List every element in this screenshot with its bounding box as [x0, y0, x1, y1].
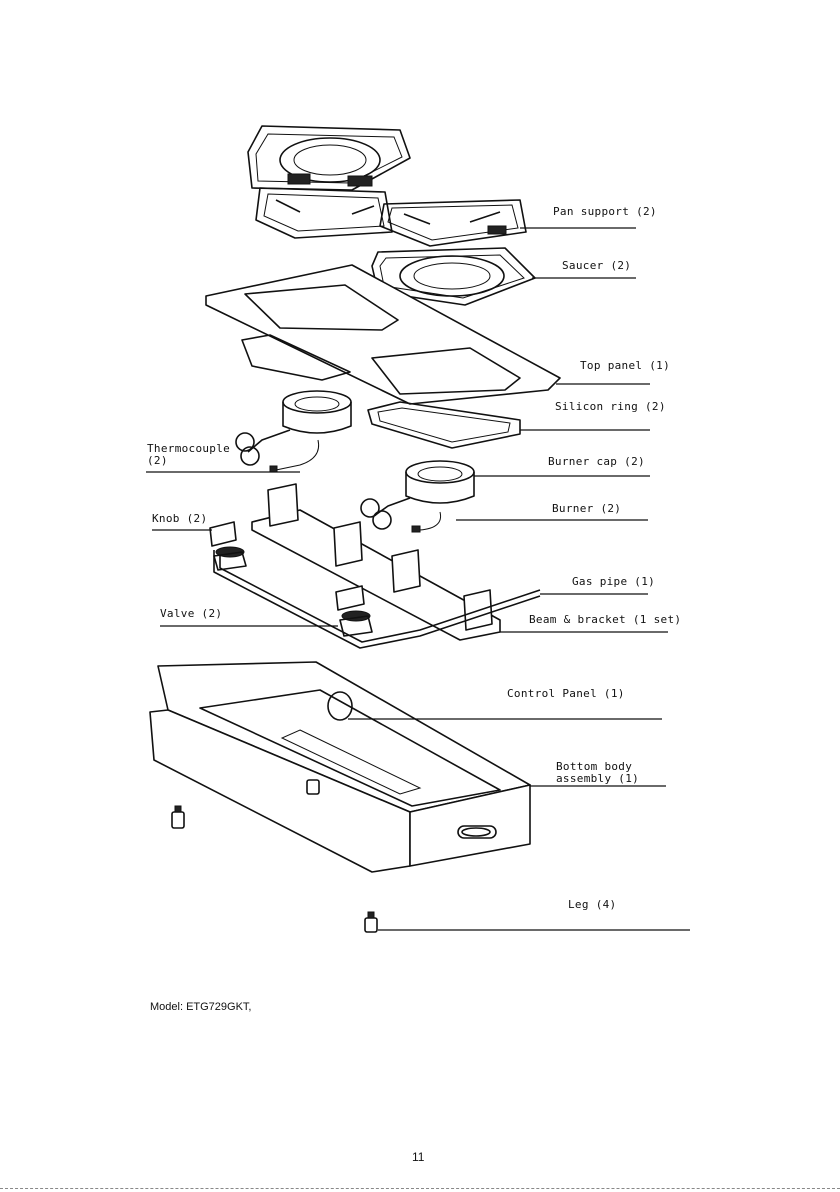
label-control-panel: Control Panel (1) [507, 688, 625, 700]
label-burner: Burner (2) [552, 503, 621, 515]
beam-bracket-drawing [252, 484, 500, 640]
saucer-left-drawing [248, 126, 410, 190]
leg-drawing [365, 912, 377, 932]
model-number: Model: ETG729GKT, [150, 1001, 252, 1013]
label-thermocouple: Thermocouple (2) [147, 443, 230, 467]
knob-valve-right-drawing [336, 586, 372, 636]
bottom-body-drawing [150, 662, 530, 872]
burner-right-drawing [361, 461, 474, 532]
leg-loose-drawing [172, 806, 184, 828]
label-beam-bracket: Beam & bracket (1 set) [529, 614, 681, 626]
pan-support-left-drawing [256, 174, 392, 238]
label-saucer: Saucer (2) [562, 260, 631, 272]
knob-valve-left-drawing [210, 522, 246, 570]
label-bottom-body: Bottom body assembly (1) [556, 761, 639, 785]
label-burner-cap: Burner cap (2) [548, 456, 645, 468]
label-knob: Knob (2) [152, 513, 207, 525]
label-top-panel: Top panel (1) [580, 360, 670, 372]
top-panel-drawing [206, 265, 560, 404]
label-silicon-ring: Silicon ring (2) [555, 401, 666, 413]
label-valve: Valve (2) [160, 608, 222, 620]
label-pan-support: Pan support (2) [553, 206, 657, 218]
label-gas-pipe: Gas pipe (1) [572, 576, 655, 588]
pan-support-right-drawing [380, 200, 526, 246]
burner-left-drawing [236, 391, 351, 472]
page-number: 11 [412, 1150, 424, 1164]
label-leg: Leg (4) [568, 899, 616, 911]
page-bottom-rule [0, 1188, 840, 1189]
